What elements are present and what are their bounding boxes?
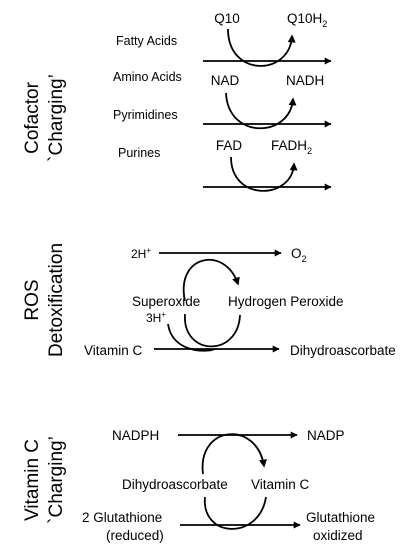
curved-arrow-superoxide (182, 258, 240, 302)
vitc-glutathione-oxidized-line2: oxidized (313, 528, 363, 543)
ros-dihydroascorbate: Dihydroascorbate (290, 343, 396, 358)
section-ros-detoxification: ROS Detoxification 2H+ O2 Superoxide Hyd… (22, 243, 396, 358)
curve-dihydroascorbate-to-vitamin-c (204, 496, 267, 530)
substrate-pyrimidines: Pyrimidines (113, 108, 178, 122)
cofactor-nadh: NADH (286, 73, 324, 88)
section-title-ros-line2: Detoxification (46, 243, 67, 357)
vitc-glutathione-reduced-line1: 2 Glutathione (82, 510, 162, 525)
substrate-fatty-acids: Fatty Acids (116, 34, 177, 48)
ros-2h-plus: 2H+ (131, 246, 151, 261)
section-title-cofactor-line1: Cofactor (22, 81, 43, 153)
vitc-nadph: NADPH (112, 428, 159, 443)
ros-vitamin-c: Vitamin C (84, 343, 143, 358)
substrate-amino-acids: Amino Acids (113, 70, 182, 84)
substrate-purines: Purines (118, 146, 160, 160)
curved-arrow-fad (230, 156, 298, 192)
section-vitamin-c-charging: Vitamin C `Charging’ NADPH NADP Dihydroa… (22, 428, 375, 543)
ros-o2: O2 (291, 246, 307, 264)
section-title-vitc-line2: `Charging’ (46, 436, 67, 524)
cofactor-nad: NAD (211, 73, 240, 88)
ros-hydrogen-peroxide: Hydrogen Peroxide (228, 294, 344, 309)
vitc-glutathione-reduced-line2: (reduced) (106, 528, 164, 543)
curved-arrow-nadph (201, 433, 267, 475)
section-title-vitc-line1: Vitamin C (22, 439, 43, 521)
vitc-dihydroascorbate: Dihydroascorbate (122, 477, 228, 492)
vitc-glutathione-oxidized-line1: Glutathione (306, 510, 375, 525)
vitc-nadp: NADP (307, 428, 345, 443)
curved-arrow-q10 (227, 28, 296, 67)
ros-3h-plus: 3H+ (146, 310, 166, 325)
curve-3h-to-vitamin-c (167, 323, 216, 352)
curve-superoxide-to-peroxide (184, 313, 241, 348)
ros-superoxide: Superoxide (132, 294, 200, 309)
cofactor-q10: Q10 (214, 11, 240, 26)
section-title-cofactor-line2: `Charging’ (46, 74, 67, 162)
section-title-ros-line1: ROS (22, 279, 43, 320)
vitc-vitamin-c: Vitamin C (251, 477, 310, 492)
cofactor-q10h2: Q10H2 (287, 11, 327, 29)
curved-arrow-nad (225, 92, 297, 130)
cofactor-fadh2: FADH2 (271, 138, 312, 156)
cofactor-fad: FAD (216, 138, 243, 153)
section-cofactor-charging: Cofactor `Charging’ Fatty Acids Amino Ac… (22, 11, 332, 192)
